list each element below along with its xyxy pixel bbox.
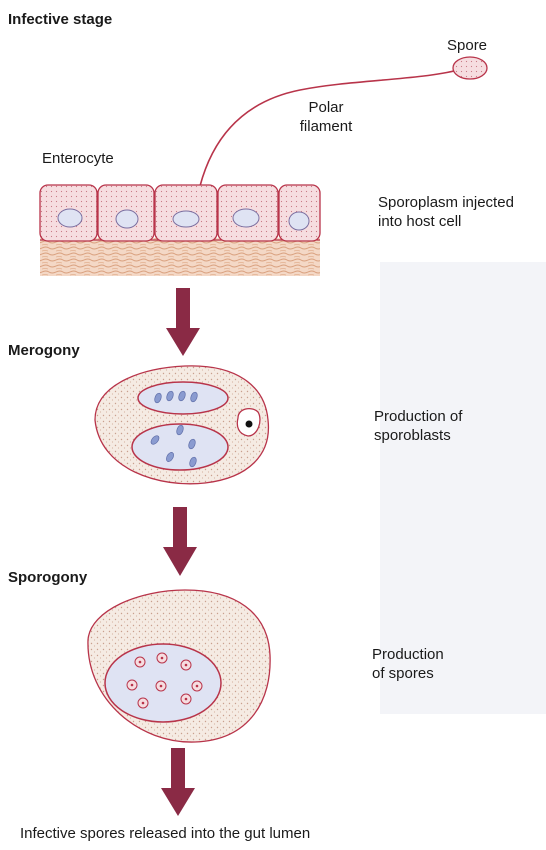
merogony-cell xyxy=(95,366,268,484)
sporoblasts-line-1: Production of xyxy=(374,407,462,426)
submucosa xyxy=(40,238,320,276)
enterocyte-label: Enterocyte xyxy=(42,149,114,168)
sporoplasm-label: Sporoplasm injected into host cell xyxy=(378,193,514,231)
stage-merogony-title: Merogony xyxy=(8,341,80,360)
stage-sporogony-title: Sporogony xyxy=(8,568,87,587)
sporoblasts-line-2: sporoblasts xyxy=(374,426,462,445)
polar-filament-label: Polar filament xyxy=(296,98,356,136)
sporoplasm-line-1: Sporoplasm injected xyxy=(378,193,514,212)
spores-line-2: of spores xyxy=(372,664,444,683)
spore-label: Spore xyxy=(447,36,487,55)
spores-line-1: Production xyxy=(372,645,444,664)
sporogony-cell xyxy=(88,590,270,742)
arrow-down-2 xyxy=(163,507,197,576)
sporoplasm-line-2: into host cell xyxy=(378,212,514,231)
footer-caption: Infective spores released into the gut l… xyxy=(20,824,310,843)
stage-infective-title: Infective stage xyxy=(8,10,112,29)
enterocyte-row xyxy=(40,185,320,241)
spores-label: Production of spores xyxy=(372,645,444,683)
sporoblasts-label: Production of sporoblasts xyxy=(374,407,462,445)
arrow-down-3 xyxy=(161,748,195,816)
arrow-down-1 xyxy=(166,288,200,356)
polar-filament-line-2: filament xyxy=(296,117,356,136)
polar-filament-line-1: Polar xyxy=(296,98,356,117)
